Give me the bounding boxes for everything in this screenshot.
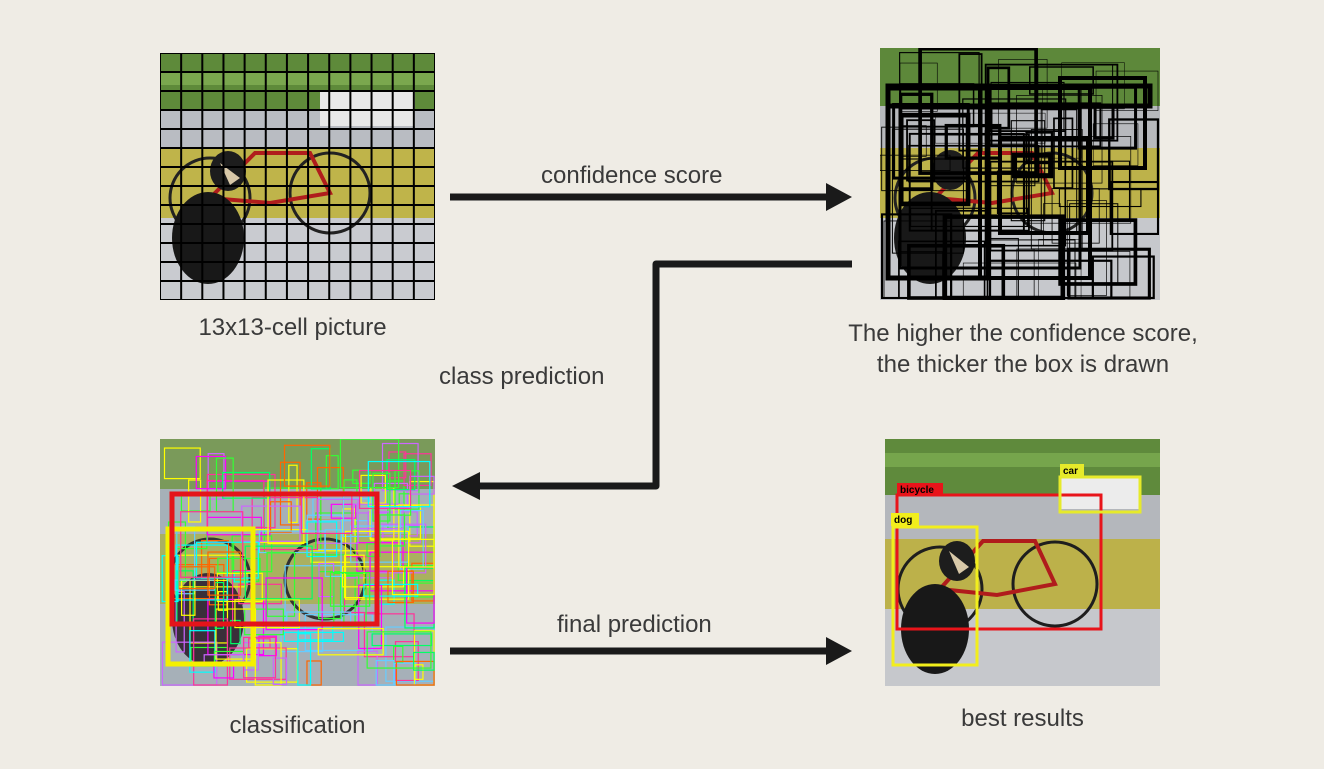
results-photo: bicycle car dog: [885, 439, 1160, 686]
car-box: [1058, 475, 1142, 514]
confidence-boxes: [880, 48, 1160, 300]
classification-caption: classification: [229, 712, 366, 739]
car-label: car: [1063, 466, 1078, 477]
boxes-caption-line2: the thicker the box is drawn: [876, 351, 1170, 378]
best-results-panel: bicycle car dog: [885, 439, 1160, 686]
grid-photo: [160, 53, 435, 300]
class-colored-boxes: [161, 439, 435, 686]
results-caption: best results: [961, 705, 1084, 732]
class-prediction-label: class prediction: [439, 363, 605, 390]
dog-label: dog: [894, 515, 912, 526]
confidence-boxes-panel: [880, 48, 1160, 300]
confidence-score-label: confidence score: [541, 162, 723, 189]
bicycle-box: [895, 493, 1103, 631]
boxes-caption: The higher the confidence score, the thi…: [800, 318, 1246, 380]
classification-photo: [160, 439, 435, 686]
class-prediction-arrow: [452, 260, 852, 500]
bicycle-label: bicycle: [900, 485, 934, 496]
grid-overlay: [160, 53, 435, 300]
grid-caption: 13x13-cell picture: [198, 314, 387, 341]
grid-picture-panel: [160, 53, 435, 300]
classification-panel: [160, 439, 435, 686]
boxes-caption-line1: The higher the confidence score,: [848, 320, 1198, 347]
boxes-photo: [880, 48, 1160, 300]
confidence-arrow: [450, 183, 852, 211]
final-prediction-label: final prediction: [557, 611, 712, 638]
dog-box: [891, 525, 979, 667]
final-prediction-arrow: [450, 637, 852, 665]
